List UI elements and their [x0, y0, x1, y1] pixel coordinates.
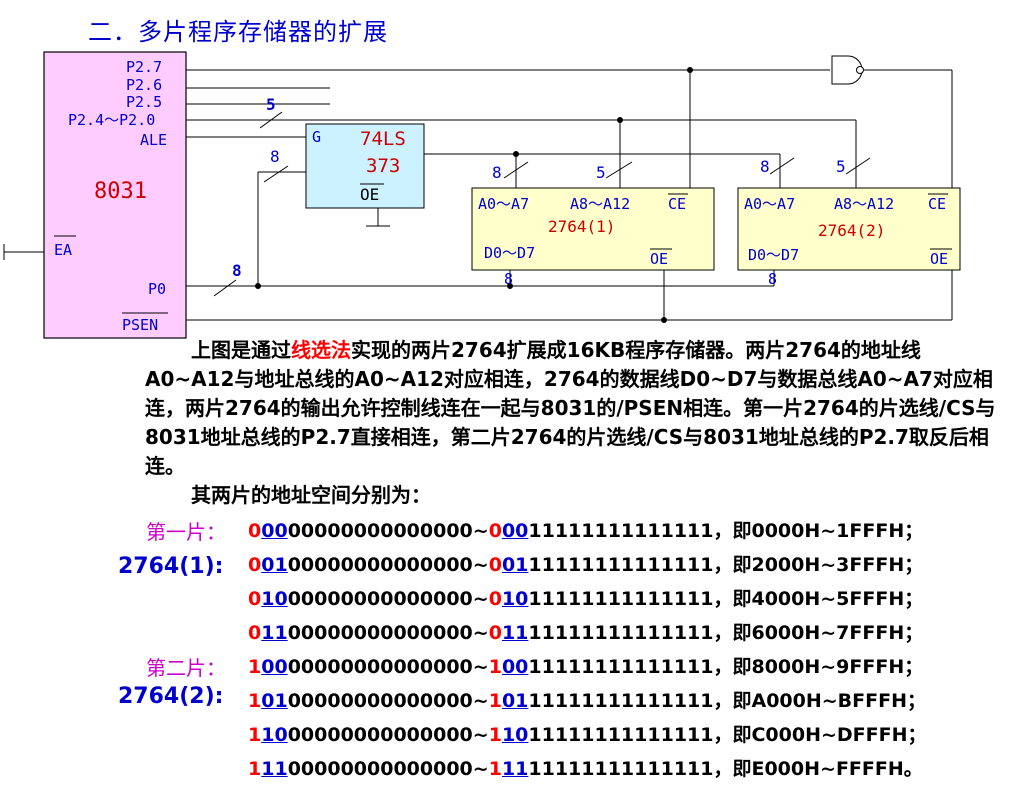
- chip1-name: 2764(1): [548, 217, 615, 236]
- pin-ale: ALE: [140, 131, 167, 149]
- description-paragraph: 上图是通过线选法实现的两片2764扩展成16KB程序存储器。两片2764的地址线…: [145, 336, 1005, 510]
- bus-label-c2-data: 8: [768, 270, 777, 288]
- address-bits: 10100000000000000~10111111111111111，即A00…: [248, 690, 926, 712]
- para-body: 实现的两片2764扩展成16KB程序存储器。两片2764的地址线A0~A12与地…: [145, 338, 996, 478]
- address-row: 第一片： 00000000000000000~00011111111111111，…: [0, 516, 1024, 548]
- pin-p25: P2.5: [126, 93, 162, 111]
- address-row: 11000000000000000~11011111111111111，即C00…: [0, 720, 1024, 752]
- latch-label-1: 74LS: [360, 128, 406, 150]
- pin-psen: PSEN: [122, 316, 158, 334]
- chip1-ce: CE: [668, 195, 686, 213]
- address-row: 10100000000000000~10111111111111111，即A00…: [0, 686, 1024, 718]
- pin-p27: P2.7: [126, 58, 162, 76]
- bus-label-c2-hi: 5: [836, 157, 846, 176]
- bus-label-c1-data: 8: [504, 270, 513, 288]
- address-row: 01000000000000000~01011111111111111，即400…: [0, 584, 1024, 616]
- address-row: 11100000000000000~11111111111111111，即E00…: [0, 754, 1024, 786]
- bus-label-c1-lo: 8: [492, 163, 502, 182]
- chip1-addr-hi: A8～A12: [570, 195, 630, 213]
- address-bits: 00100000000000000~00111111111111111，即200…: [248, 554, 924, 576]
- chip-side-label: 2764(2):: [118, 684, 224, 709]
- pin-p24-p20: P2.4～P2.0: [68, 111, 155, 129]
- latch-g: G: [312, 128, 321, 146]
- latch-label-2: 373: [366, 155, 400, 177]
- address-row: 01100000000000000~01111111111111111，即600…: [0, 618, 1024, 650]
- address-row: 00100000000000000~00111111111111111，即200…: [0, 550, 1024, 582]
- chip2-oe: OE: [930, 250, 948, 268]
- bus-label-p2: 5: [266, 95, 276, 114]
- chip1-data: D0～D7: [484, 244, 535, 262]
- chip2-data: D0～D7: [748, 246, 799, 264]
- chip2-ce: CE: [928, 195, 946, 213]
- page-title: 二．多片程序存储器的扩展: [88, 18, 388, 46]
- latch-74ls373-block: [305, 123, 425, 209]
- chip2-addr-hi: A8～A12: [834, 195, 894, 213]
- bus-label-c2-lo: 8: [760, 157, 770, 176]
- bus-label-c1-hi: 5: [596, 163, 606, 182]
- chip-2764-2-block: [737, 187, 961, 271]
- latch-oe: OE: [360, 185, 379, 204]
- address-bits: 01100000000000000~01111111111111111，即600…: [248, 622, 924, 644]
- chip-side-label: 2764(1):: [118, 554, 224, 579]
- address-bits: 11000000000000000~11011111111111111，即C00…: [248, 724, 927, 746]
- chip1-oe: OE: [650, 250, 668, 268]
- address-bits: 00000000000000000~00011111111111111，即000…: [248, 520, 924, 542]
- cpu-8031-block: [43, 51, 187, 339]
- chip2-name: 2764(2): [818, 221, 885, 240]
- pin-ea: EA: [54, 241, 72, 259]
- chip-range-label: 第二片：: [146, 656, 226, 680]
- para-address-intro: 其两片的地址空间分别为：: [191, 483, 431, 507]
- chip-2764-1-block: [471, 187, 715, 271]
- chip2-addr-lo: A0～A7: [744, 195, 795, 213]
- bus-label-p0: 8: [232, 261, 242, 280]
- chip-range-label: 第一片：: [146, 520, 226, 544]
- para-lead: 上图是通过: [191, 338, 291, 362]
- pin-p0: P0: [148, 280, 166, 298]
- cpu-name: 8031: [94, 179, 147, 204]
- address-bits: 01000000000000000~01011111111111111，即400…: [248, 588, 924, 610]
- chip1-addr-lo: A0～A7: [478, 195, 529, 213]
- address-bits: 10000000000000000~10011111111111111，即800…: [248, 656, 924, 678]
- circuit-diagram: 8031 P2.7 P2.6 P2.5 P2.4～P2.0 ALE EA P0 …: [3, 51, 961, 339]
- para-highlight: 线选法: [291, 338, 351, 362]
- bus-label-latch: 8: [270, 147, 280, 166]
- pin-p26: P2.6: [126, 76, 162, 94]
- address-row: 第二片： 10000000000000000~10011111111111111，…: [0, 652, 1024, 684]
